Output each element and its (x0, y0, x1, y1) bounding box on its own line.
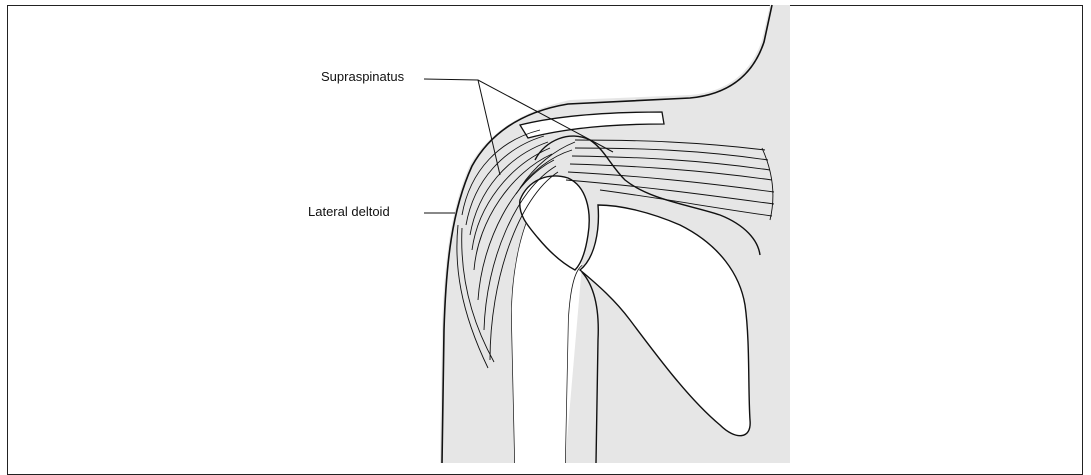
lateral-deltoid-label: Lateral deltoid (308, 205, 390, 218)
shoulder-illustration (0, 0, 1091, 463)
supraspinatus-label: Supraspinatus (321, 70, 404, 83)
shoulder-anatomy-figure: Supraspinatus Lateral deltoid (0, 0, 1091, 463)
